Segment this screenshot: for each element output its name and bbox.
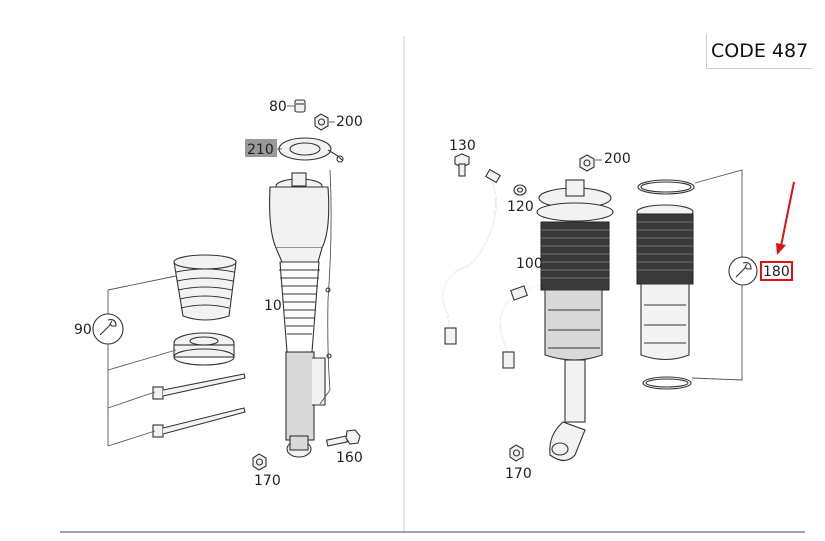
wrench-icon <box>92 313 124 345</box>
part-90-repair-kit[interactable] <box>152 254 246 438</box>
part-10-strut[interactable] <box>269 169 332 458</box>
callout-180[interactable]: 180 <box>763 264 790 280</box>
callout-170-left[interactable]: 170 <box>254 473 281 489</box>
callout-120[interactable]: 120 <box>507 199 534 215</box>
part-130-bolt[interactable] <box>454 153 470 177</box>
callout-180-selection-box <box>760 261 793 281</box>
right-assembly <box>442 153 758 462</box>
callout-170-right[interactable]: 170 <box>505 466 532 482</box>
part-80-nut[interactable] <box>294 99 306 113</box>
part-200-nut-right[interactable] <box>579 154 595 172</box>
callout-210-highlight <box>245 139 277 157</box>
wiring-harness <box>442 168 541 369</box>
left-assembly <box>92 99 361 471</box>
wrench-icon-right <box>728 256 758 286</box>
code-label: CODE 487 <box>706 34 813 69</box>
callout-210[interactable]: 210 <box>247 142 274 158</box>
callout-90[interactable]: 90 <box>74 322 92 338</box>
part-180-air-spring[interactable] <box>636 179 695 390</box>
part-100-strut[interactable] <box>536 179 614 462</box>
callout-80[interactable]: 80 <box>269 99 287 115</box>
part-170-nut-right[interactable] <box>509 444 524 462</box>
callout-160[interactable]: 160 <box>336 450 363 466</box>
callout-130[interactable]: 130 <box>449 138 476 154</box>
part-170-nut[interactable] <box>252 453 267 471</box>
part-210-top-plate[interactable] <box>278 137 344 163</box>
callout-10[interactable]: 10 <box>264 298 282 314</box>
kit-bracket <box>107 275 177 447</box>
callout-200-left[interactable]: 200 <box>336 114 363 130</box>
part-160-bolt[interactable] <box>325 429 361 447</box>
part-120-washer[interactable] <box>513 184 527 196</box>
callout-100[interactable]: 100 <box>516 256 543 272</box>
arrow-icon <box>776 181 795 255</box>
part-200-nut[interactable] <box>314 113 329 131</box>
callout-200-right[interactable]: 200 <box>604 151 631 167</box>
